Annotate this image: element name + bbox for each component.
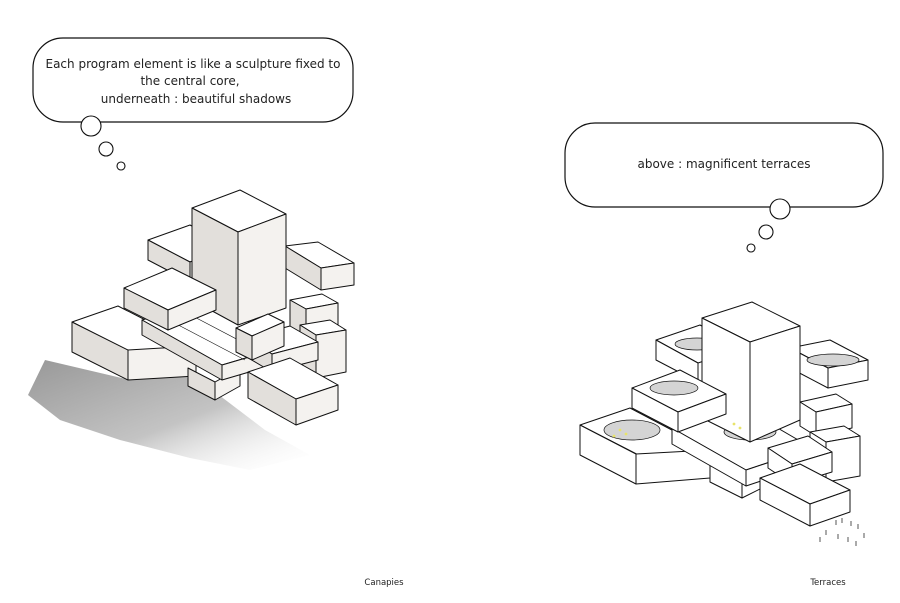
terrace-pool: [806, 353, 860, 367]
right-bubble-dot-medium: [758, 224, 774, 240]
left-panel: Each program element is like a sculpture…: [28, 37, 404, 588]
terrace-pool: [603, 419, 661, 441]
left-bubble-dot-large: [80, 115, 102, 137]
right-bubble-dot-small: [746, 243, 756, 253]
terrace-plants: [612, 422, 742, 438]
left-bubble-line-1: Each program element is like a sculpture…: [46, 57, 341, 71]
right-panel: above : magnificent terraces: [564, 122, 884, 588]
left-cast-shadow: [28, 360, 310, 470]
terrace-building: [579, 301, 869, 546]
left-caption: Canapies: [364, 578, 404, 588]
left-thought-bubble: Each program element is like a sculpture…: [32, 37, 354, 171]
left-bubble-dot-medium: [98, 141, 114, 157]
right-bubble-line-1: above : magnificent terraces: [637, 157, 810, 171]
canopy-building: [71, 189, 355, 426]
right-thought-bubble: above : magnificent terraces: [564, 122, 884, 253]
terrace-pool: [649, 380, 699, 396]
right-bubble-dot-large: [769, 198, 791, 220]
left-bubble-line-3: underneath : beautiful shadows: [101, 92, 291, 106]
people-figures: [819, 518, 865, 546]
right-caption: Terraces: [809, 578, 846, 588]
left-bubble-line-2: the central core,: [140, 74, 239, 88]
left-bubble-dot-small: [116, 161, 126, 171]
